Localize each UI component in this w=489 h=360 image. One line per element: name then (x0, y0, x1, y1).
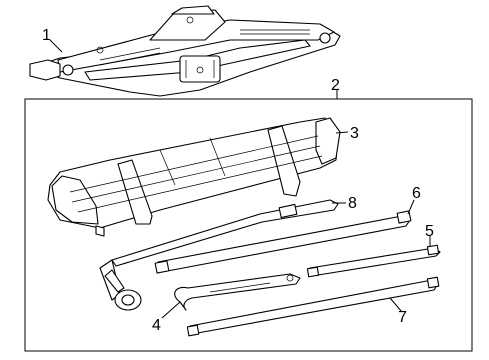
callout-7: 7 (398, 309, 407, 326)
callout-5: 5 (425, 223, 434, 240)
extension-bar-icon (306, 244, 441, 278)
wheel-lug-wrench-icon (104, 269, 301, 311)
tool-bag-icon (47, 117, 341, 237)
callout-leader-6 (407, 199, 415, 215)
callout-6: 6 (412, 185, 421, 202)
callout-3: 3 (350, 125, 359, 142)
jack-kit-frame (24, 98, 473, 352)
callout-leader-4 (161, 301, 181, 319)
callout-8: 8 (348, 195, 357, 212)
callout-4: 4 (152, 317, 161, 334)
scissor-jack-icon (29, 5, 341, 97)
jack-handle-bar-icon (154, 210, 412, 274)
callout-leader-3 (335, 131, 349, 134)
callout-2: 2 (331, 77, 340, 94)
callout-1: 1 (42, 27, 51, 44)
extension-bar-icon-2 (186, 276, 440, 337)
callout-leader-1 (49, 39, 63, 53)
callout-leader-7 (389, 297, 403, 313)
